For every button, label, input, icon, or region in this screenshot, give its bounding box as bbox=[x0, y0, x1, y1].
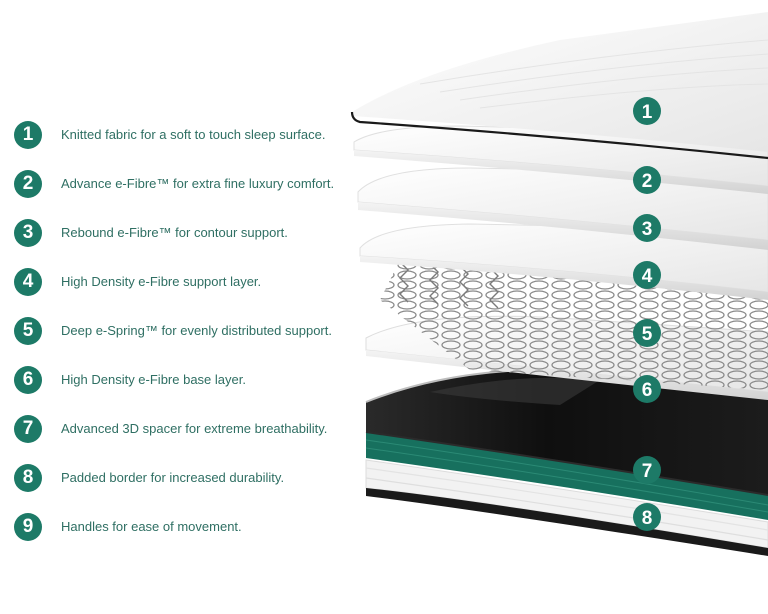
number-badge: 1 bbox=[14, 120, 42, 149]
number-badge: 2 bbox=[14, 169, 42, 198]
callout-1: 1 bbox=[633, 97, 661, 125]
number-badge: 4 bbox=[14, 267, 42, 296]
legend-text: Knitted fabric for a soft to touch sleep… bbox=[61, 127, 326, 142]
number-badge: 6 bbox=[14, 365, 42, 394]
padded-border-layer bbox=[365, 459, 768, 556]
rebound-fibre-layer bbox=[357, 167, 768, 250]
callout-3: 3 bbox=[633, 214, 661, 242]
legend-text: Rebound e-Fibre™ for contour support. bbox=[61, 225, 288, 240]
layer-legend: 1 Knitted fabric for a soft to touch sle… bbox=[14, 110, 359, 551]
callout-7: 7 bbox=[633, 456, 661, 484]
number-badge: 9 bbox=[14, 512, 42, 541]
legend-item-9: 9 Handles for ease of movement. bbox=[14, 502, 359, 551]
legend-item-5: 5 Deep e-Spring™ for evenly distributed … bbox=[14, 306, 359, 355]
legend-item-4: 4 High Density e-Fibre support layer. bbox=[14, 257, 359, 306]
number-badge: 5 bbox=[14, 316, 42, 345]
callout-number: 5 bbox=[642, 324, 653, 345]
callout-number: 7 bbox=[642, 461, 653, 482]
number-badge: 8 bbox=[14, 463, 42, 492]
callout-4: 4 bbox=[633, 261, 661, 289]
callout-number: 1 bbox=[642, 102, 653, 123]
legend-item-3: 3 Rebound e-Fibre™ for contour support. bbox=[14, 208, 359, 257]
spacer-layer bbox=[365, 368, 768, 520]
legend-text: Handles for ease of movement. bbox=[61, 519, 242, 534]
callout-2: 2 bbox=[633, 166, 661, 194]
legend-item-8: 8 Padded border for increased durability… bbox=[14, 453, 359, 502]
callout-number: 2 bbox=[642, 171, 653, 192]
legend-text: High Density e-Fibre base layer. bbox=[61, 372, 246, 387]
legend-text: High Density e-Fibre support layer. bbox=[61, 274, 262, 289]
callout-number: 3 bbox=[642, 219, 653, 240]
legend-text: Padded border for increased durability. bbox=[61, 470, 285, 485]
legend-text: Advance e-Fibre™ for extra fine luxury c… bbox=[61, 176, 335, 191]
legend-text: Deep e-Spring™ for evenly distributed su… bbox=[61, 323, 332, 338]
knitted-top-layer bbox=[350, 12, 768, 160]
callout-8: 8 bbox=[633, 503, 661, 531]
legend-item-2: 2 Advance e-Fibre™ for extra fine luxury… bbox=[14, 159, 359, 208]
legend-item-6: 6 High Density e-Fibre base layer. bbox=[14, 355, 359, 404]
number-badge: 3 bbox=[14, 218, 42, 247]
legend-item-7: 7 Advanced 3D spacer for extreme breatha… bbox=[14, 404, 359, 453]
callout-5: 5 bbox=[633, 319, 661, 347]
number-badge: 7 bbox=[14, 414, 42, 443]
callout-number: 4 bbox=[642, 266, 653, 287]
legend-item-1: 1 Knitted fabric for a soft to touch sle… bbox=[14, 110, 359, 159]
support-fibre-layer bbox=[359, 223, 768, 300]
legend-text: Advanced 3D spacer for extreme breathabi… bbox=[61, 421, 328, 436]
callout-number: 6 bbox=[642, 380, 653, 401]
callout-6: 6 bbox=[633, 375, 661, 403]
callout-number: 8 bbox=[642, 508, 653, 529]
